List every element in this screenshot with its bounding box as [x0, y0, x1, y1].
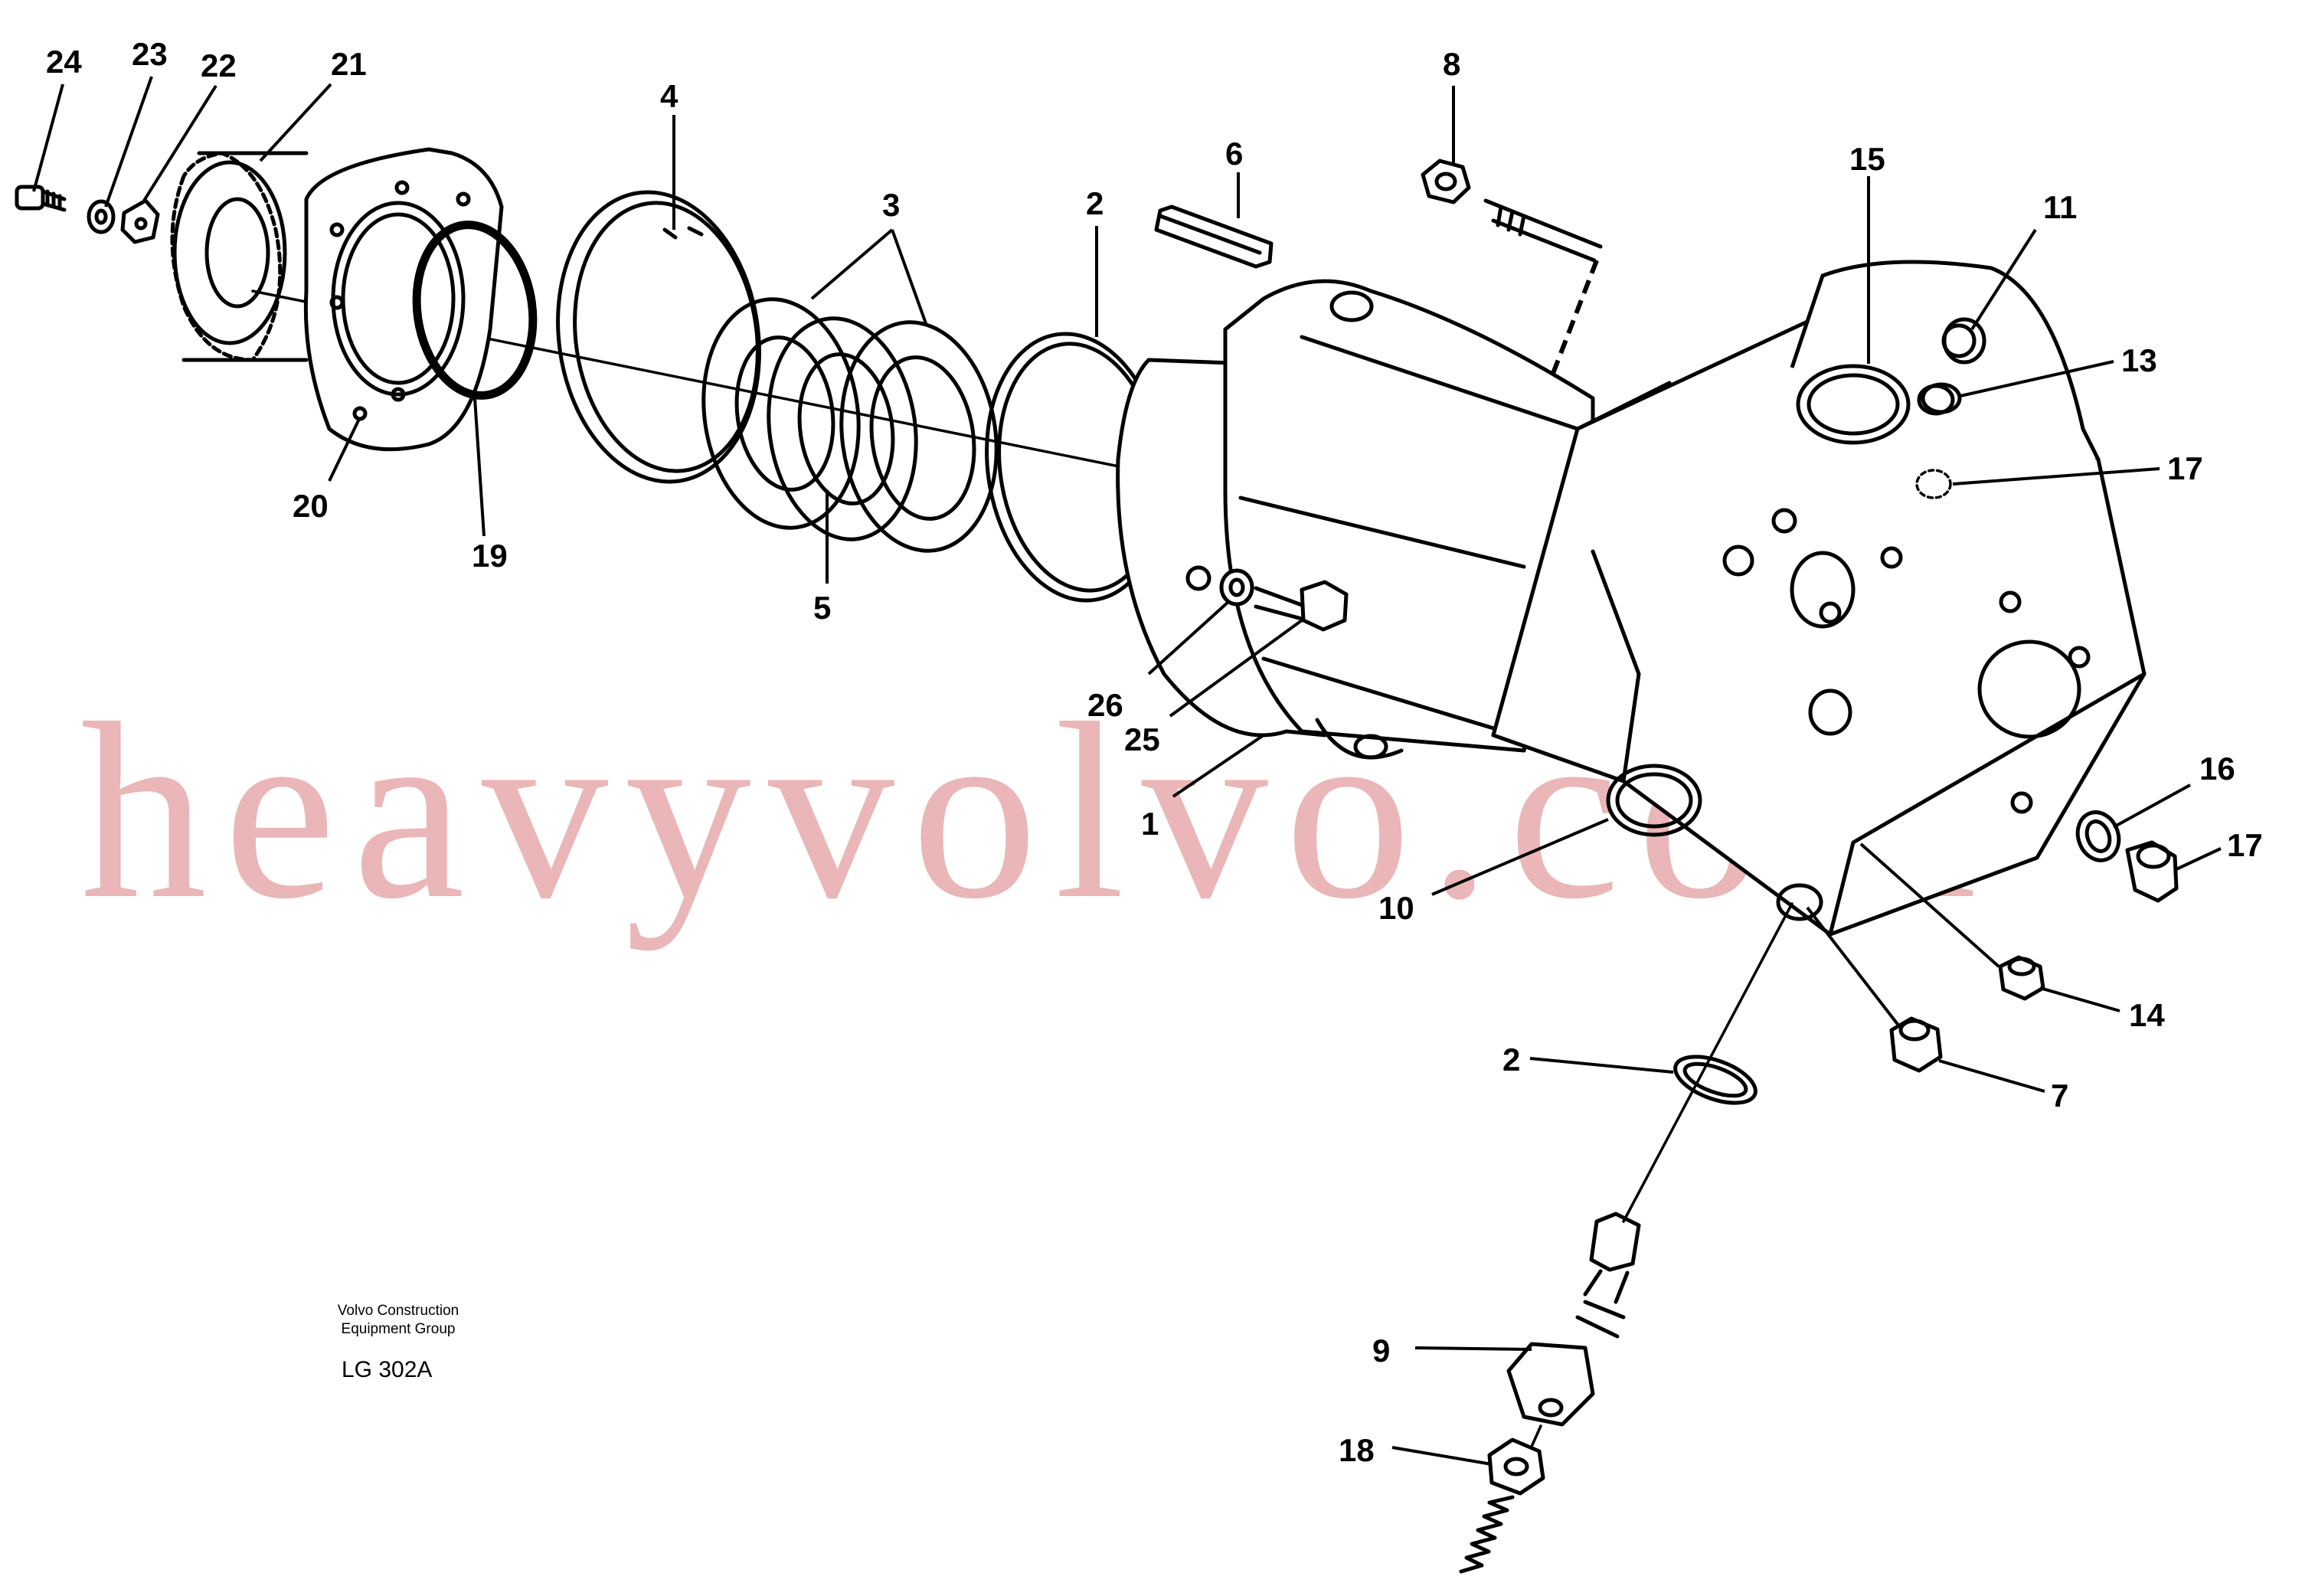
part-1-pump-housing	[1116, 279, 1595, 760]
callout-20: 20	[293, 488, 329, 524]
callout-7: 7	[2051, 1078, 2068, 1114]
callout-15: 15	[1849, 141, 1885, 177]
callout-13: 13	[2121, 342, 2157, 378]
part-22-lock-plate	[120, 198, 160, 244]
part-19-o-ring	[412, 221, 538, 400]
part-13-port-ring	[1921, 382, 1962, 414]
callout-14: 14	[2129, 997, 2165, 1033]
callout-10: 10	[1378, 890, 1414, 926]
callout-18: 18	[1339, 1432, 1375, 1468]
part-8-nut	[1421, 159, 1471, 204]
callout-5: 5	[813, 590, 831, 626]
part-2-o-ring-lower	[1673, 1055, 1758, 1105]
part-6-key	[1154, 204, 1274, 269]
part-26-washer	[1219, 568, 1254, 607]
callout-2-lower: 2	[1502, 1042, 1520, 1078]
leader-lines	[32, 76, 2222, 1466]
callout-21: 21	[331, 46, 367, 82]
part-20-flange	[303, 147, 504, 452]
callout-26: 26	[1087, 687, 1123, 723]
part-18-nut	[1487, 1437, 1545, 1496]
callout-16: 16	[2199, 751, 2235, 787]
callout-8: 8	[1443, 46, 1460, 82]
callout-9: 9	[1372, 1333, 1390, 1369]
credit-line-2: Equipment Group	[341, 1321, 456, 1337]
callout-1: 1	[1141, 806, 1159, 842]
part-25-bolt	[1254, 580, 1349, 632]
publisher-credit: Volvo Construction Equipment Group	[306, 1302, 490, 1339]
part-17-plug-upper	[1915, 469, 1952, 499]
callout-25: 25	[1124, 721, 1160, 757]
drawing-code: LG 302A	[342, 1357, 433, 1382]
part-17-plug-lower	[2125, 840, 2179, 903]
callout-19: 19	[472, 538, 508, 574]
credit-line-1: Volvo Construction	[337, 1303, 459, 1319]
callout-2-upper: 2	[1086, 185, 1104, 221]
part-18-spring	[1459, 1495, 1515, 1574]
callout-23: 23	[132, 36, 168, 72]
part-24-bolt	[15, 185, 67, 212]
part-23-washer	[87, 199, 116, 234]
callout-6: 6	[1225, 136, 1243, 172]
callout-4: 4	[660, 78, 678, 114]
part-7-plug	[1889, 1016, 1943, 1073]
part-9-axis-line	[1622, 902, 1793, 1223]
callout-3: 3	[882, 187, 900, 223]
part-16-seal-ring	[2075, 810, 2121, 862]
part-4-snap-ring	[556, 190, 761, 484]
part-3-bearing-rings	[701, 297, 999, 553]
callout-24: 24	[46, 44, 82, 80]
callout-17-lower: 17	[2227, 827, 2263, 863]
callout-11: 11	[2043, 189, 2077, 225]
callout-numbers: 24 23 22 21 4 3 2 6 8 15 11 13 17 20 19 …	[46, 36, 2263, 1468]
callout-17-upper: 17	[2167, 450, 2203, 486]
part-11-port	[1941, 323, 1977, 358]
callout-22: 22	[201, 47, 237, 83]
part-9-relief-valve	[1506, 1212, 1641, 1427]
part-21-gear	[170, 151, 309, 362]
part-14-plug	[1998, 955, 2045, 1001]
